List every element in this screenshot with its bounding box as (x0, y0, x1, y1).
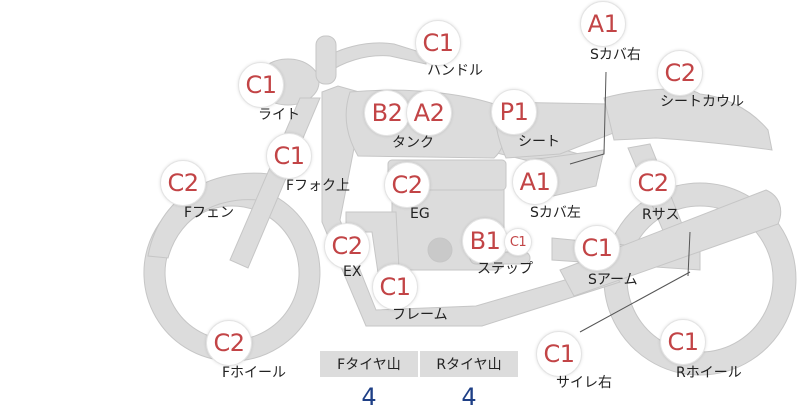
badge-rsus[interactable]: C2 (630, 160, 676, 206)
badge-ex[interactable]: C2 (324, 223, 370, 269)
badge-ffork[interactable]: C1 (266, 133, 312, 179)
label-rsus: Rサス (642, 207, 680, 223)
leader-rsus (687, 231, 691, 277)
badge-tank-a[interactable]: A2 (406, 90, 452, 136)
badge-scover-right[interactable]: A1 (580, 1, 626, 47)
label-tank: タンク (392, 135, 434, 151)
rear-tire-value[interactable]: 4 (418, 377, 520, 414)
badge-fwheel[interactable]: C2 (206, 320, 252, 366)
badge-handle[interactable]: C1 (415, 20, 461, 66)
label-eg: EG (410, 206, 430, 222)
label-scover-left: Sカバ左 (530, 205, 581, 221)
label-ex: EX (343, 264, 362, 280)
label-scover-right: Sカバ右 (590, 47, 641, 63)
label-handle: ハンドル (427, 63, 483, 79)
badge-seat[interactable]: P1 (491, 89, 537, 135)
front-tire-header: Fタイヤ山 (318, 349, 420, 379)
label-silencer: サイレ右 (556, 375, 612, 391)
handle-post-part (315, 35, 337, 85)
engine-cover-part (427, 237, 453, 263)
badge-silencer[interactable]: C1 (536, 331, 582, 377)
badge-tank-b[interactable]: B2 (364, 90, 410, 136)
badge-step-c[interactable]: C1 (504, 228, 532, 256)
tire-table-header-row: Fタイヤ山 Rタイヤ山 (318, 349, 520, 379)
badge-seat-cowl[interactable]: C2 (657, 50, 703, 96)
label-ffender: Fフェン (184, 205, 235, 221)
label-light: ライト (258, 107, 300, 123)
badge-scover-left[interactable]: A1 (512, 159, 558, 205)
label-seat-cowl: シートカウル (660, 94, 744, 110)
label-step: ステップ (477, 261, 533, 277)
tire-tread-table: Fタイヤ山 Rタイヤ山 4 4 (318, 349, 520, 414)
tire-table-value-row: 4 4 (318, 377, 520, 414)
badge-rwheel[interactable]: C1 (660, 319, 706, 365)
badge-sarm[interactable]: C1 (574, 225, 620, 271)
silencer-part (559, 189, 782, 297)
rear-tire-header: Rタイヤ山 (418, 349, 520, 379)
label-seat: シート (518, 134, 560, 150)
label-fwheel: Fホイール (222, 365, 287, 381)
badge-eg[interactable]: C2 (384, 162, 430, 208)
label-ffork: Fフォク上 (286, 178, 351, 194)
label-frame: フレーム (392, 307, 448, 323)
leader-scover-right (569, 71, 607, 165)
badge-frame[interactable]: C1 (372, 264, 418, 310)
badge-ffender[interactable]: C2 (160, 160, 206, 206)
badge-light[interactable]: C1 (238, 62, 284, 108)
leader-silencer (579, 271, 691, 333)
label-rwheel: Rホイール (676, 365, 742, 381)
front-tire-value[interactable]: 4 (318, 377, 420, 414)
label-sarm: Sアーム (588, 272, 638, 288)
badge-step-b[interactable]: B1 (462, 218, 508, 264)
